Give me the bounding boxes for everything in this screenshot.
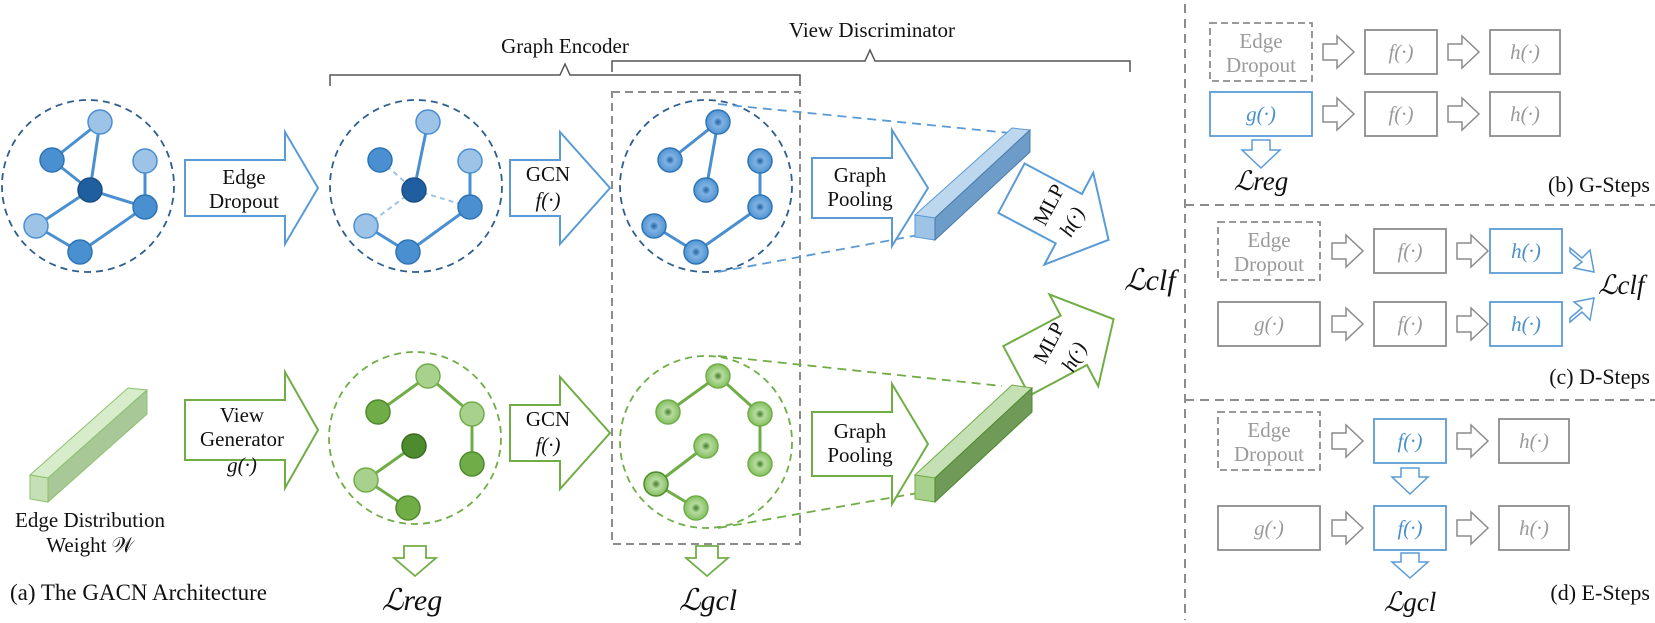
pooling-top-label-1: Graph	[834, 163, 887, 187]
d-f-2: f(·)	[1397, 516, 1422, 540]
graph-encoder-bracket: Graph Encoder	[329, 34, 801, 86]
edge-dropout-label-2: Dropout	[209, 189, 279, 213]
view-generator-label-2: Generator	[200, 427, 284, 451]
encoded-green-graph	[619, 355, 793, 529]
loss-reg-a: ℒreg	[382, 584, 442, 617]
blue-embedding-bar	[913, 127, 1032, 242]
green-projection-line-1	[717, 355, 1003, 387]
c-f-2: f(·)	[1397, 312, 1422, 336]
mlp-top-arrow	[996, 162, 1110, 267]
b-f-2: f(·)	[1388, 102, 1413, 126]
b-edge-dropout-2: Dropout	[1226, 53, 1296, 77]
panel-d-steps: Edge Dropout f(·) h(·) g(·) f(·) h(·) ℒc…	[1217, 221, 1650, 389]
loss-clf-a: ℒclf	[1124, 264, 1179, 297]
d-f-1: f(·)	[1397, 429, 1422, 453]
graph-pooling-top-arrow: Graph Pooling	[811, 126, 930, 250]
loss-reg-arrow	[391, 545, 439, 578]
d-h-1: h(·)	[1519, 429, 1549, 453]
edge-dropout-label-1: Edge	[222, 165, 265, 189]
edge-distribution-label-1: Edge Distribution	[15, 508, 165, 532]
graph-pooling-bottom-arrow: Graph Pooling	[811, 380, 930, 508]
green-embedding-bar	[913, 384, 1034, 504]
caption-d: (d) E-Steps	[1550, 580, 1650, 605]
gcn-bottom-label-2: f(·)	[535, 433, 560, 457]
encoded-blue-graph	[619, 99, 793, 273]
b-h-1: h(·)	[1510, 40, 1540, 64]
green-projection-line-2	[717, 489, 936, 529]
caption-c: (c) D-Steps	[1549, 364, 1650, 389]
edge-distribution-label-2: Weight 𝒲	[46, 533, 135, 557]
gcn-top-arrow: GCN f(·)	[509, 129, 612, 247]
generated-green-graph	[328, 351, 502, 525]
panel-e-steps: Edge Dropout f(·) h(·) g(·) f(·) h(·) ℒg…	[1217, 411, 1650, 617]
blue-projection-line-1	[717, 103, 1031, 136]
c-h-2: h(·)	[1511, 312, 1541, 336]
view-generator-label-3: g(·)	[227, 453, 257, 477]
c-g: g(·)	[1254, 312, 1284, 336]
d-h-2: h(·)	[1519, 516, 1549, 540]
d-loss-gcl: ℒgcl	[1384, 587, 1436, 617]
mlp-bottom-arrow	[1001, 292, 1115, 397]
graph-encoder-label: Graph Encoder	[501, 34, 629, 58]
view-generator-arrow: View Generator g(·)	[184, 368, 320, 492]
c-edge-dropout-2: Dropout	[1234, 252, 1304, 276]
view-generator-label-1: View	[220, 403, 265, 427]
c-loss-clf: ℒclf	[1598, 270, 1648, 300]
caption-a: (a) The GACN Architecture	[10, 580, 267, 605]
b-loss-reg: ℒreg	[1234, 166, 1288, 196]
gcn-top-label-2: f(·)	[535, 188, 560, 212]
view-discriminator-label: View Discriminator	[789, 18, 955, 42]
d-edge-dropout-1: Edge	[1247, 418, 1290, 442]
loss-gcl-arrow	[683, 545, 731, 578]
dropped-edge-graph	[329, 99, 503, 273]
pooling-top-label-2: Pooling	[827, 187, 893, 211]
c-f-1: f(·)	[1397, 239, 1422, 263]
gcn-bottom-arrow: GCN f(·)	[509, 374, 612, 492]
gcn-bottom-label-1: GCN	[526, 407, 570, 431]
pooling-bottom-label-2: Pooling	[827, 443, 893, 467]
edge-distribution-bar	[28, 387, 149, 504]
d-g: g(·)	[1254, 516, 1284, 540]
b-edge-dropout-1: Edge	[1239, 29, 1282, 53]
blue-projection-line-2	[717, 231, 936, 273]
discriminator-dashed-box	[611, 91, 801, 545]
view-discriminator-bracket: View Discriminator	[611, 18, 1131, 72]
pooling-bottom-label-1: Graph	[834, 419, 887, 443]
c-h-1: h(·)	[1511, 239, 1541, 263]
d-edge-dropout-2: Dropout	[1234, 442, 1304, 466]
panel-g-steps: Edge Dropout f(·) h(·) g(·) f(·) h(·) ℒr…	[1209, 22, 1650, 197]
b-g: g(·)	[1246, 102, 1276, 126]
loss-gcl-a: ℒgcl	[679, 584, 737, 617]
original-graph	[1, 99, 175, 273]
edge-dropout-arrow: Edge Dropout	[184, 128, 320, 248]
gcn-top-label-1: GCN	[526, 162, 570, 186]
b-f-1: f(·)	[1388, 40, 1413, 64]
b-h-2: h(·)	[1510, 102, 1540, 126]
c-edge-dropout-1: Edge	[1247, 228, 1290, 252]
caption-b: (b) G-Steps	[1548, 172, 1650, 197]
